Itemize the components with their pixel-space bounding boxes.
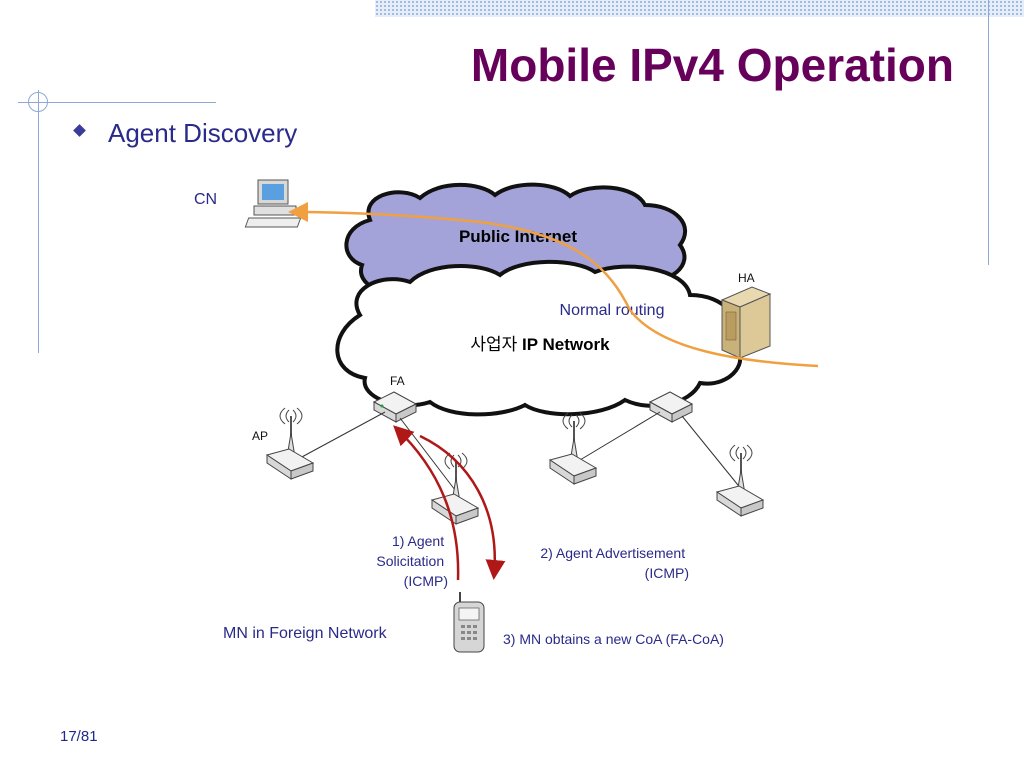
- ap-label: AP: [252, 429, 268, 443]
- ip-network-cloud: [335, 259, 743, 417]
- mobile-phone-icon: [453, 592, 485, 653]
- router-right-icon: [648, 391, 694, 423]
- ha-server-icon: [720, 286, 772, 359]
- ha-label: HA: [738, 271, 755, 285]
- left-decor-vline: [38, 90, 39, 353]
- access-point-icon: [265, 407, 315, 480]
- header-decor-band: [375, 0, 1024, 17]
- agent-solicitation-arrow: [393, 425, 460, 581]
- normal-routing-label: Normal routing: [560, 302, 665, 319]
- agent-advertisement-arrow: [419, 434, 506, 580]
- ip-network-label: 사업자 IP Network: [470, 335, 610, 354]
- step1-label: 1) Agent Solicitation (ICMP): [376, 533, 448, 589]
- access-point-icon: [715, 444, 765, 517]
- mn-label: MN in Foreign Network: [223, 625, 388, 642]
- link-r2-ap4: [681, 415, 743, 491]
- page-number: 17/81: [60, 728, 98, 745]
- slide-title: Mobile IPv4 Operation: [470, 39, 954, 91]
- step2-label: 2) Agent Advertisement (ICMP): [540, 545, 689, 581]
- link-r2-ap3: [579, 411, 661, 461]
- step3-label: 3) MN obtains a new CoA (FA-CoA): [503, 631, 724, 647]
- left-decor-line: [18, 102, 216, 103]
- public-internet-label: Public Internet: [459, 227, 577, 246]
- cn-label: CN: [194, 191, 217, 208]
- link-fa-ap1: [299, 411, 386, 459]
- access-point-icon: [548, 412, 598, 485]
- normal-routing-arrow: [288, 202, 819, 368]
- cn-computer-icon: [244, 179, 302, 228]
- right-decor-line: [988, 0, 989, 265]
- decor-circle: [28, 92, 48, 112]
- fa-label: FA: [390, 374, 405, 388]
- bullet-agent-discovery: Agent Discovery: [108, 118, 298, 148]
